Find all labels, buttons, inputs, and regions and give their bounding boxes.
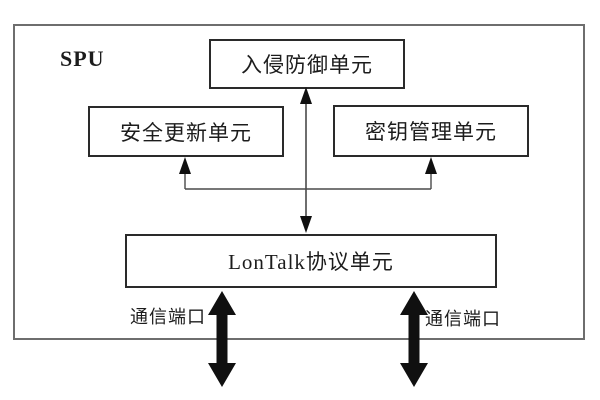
node-lontalk-protocol-unit: LonTalk协议单元 xyxy=(125,234,497,288)
spu-container-label: SPU xyxy=(60,46,105,71)
node-lontalk-protocol-label: LonTalk协议单元 xyxy=(228,250,394,274)
node-key-management-unit: 密钥管理单元 xyxy=(333,105,529,157)
node-security-update-label: 安全更新单元 xyxy=(120,120,252,145)
node-intrusion-prevention-unit: 入侵防御单元 xyxy=(209,39,405,89)
node-key-management-label: 密钥管理单元 xyxy=(365,120,497,144)
port-label-right: 通信端口 xyxy=(425,309,501,329)
node-security-update-unit: 安全更新单元 xyxy=(88,106,284,157)
port-label-left: 通信端口 xyxy=(130,307,206,327)
node-intrusion-prevention-label: 入侵防御单元 xyxy=(241,53,373,77)
